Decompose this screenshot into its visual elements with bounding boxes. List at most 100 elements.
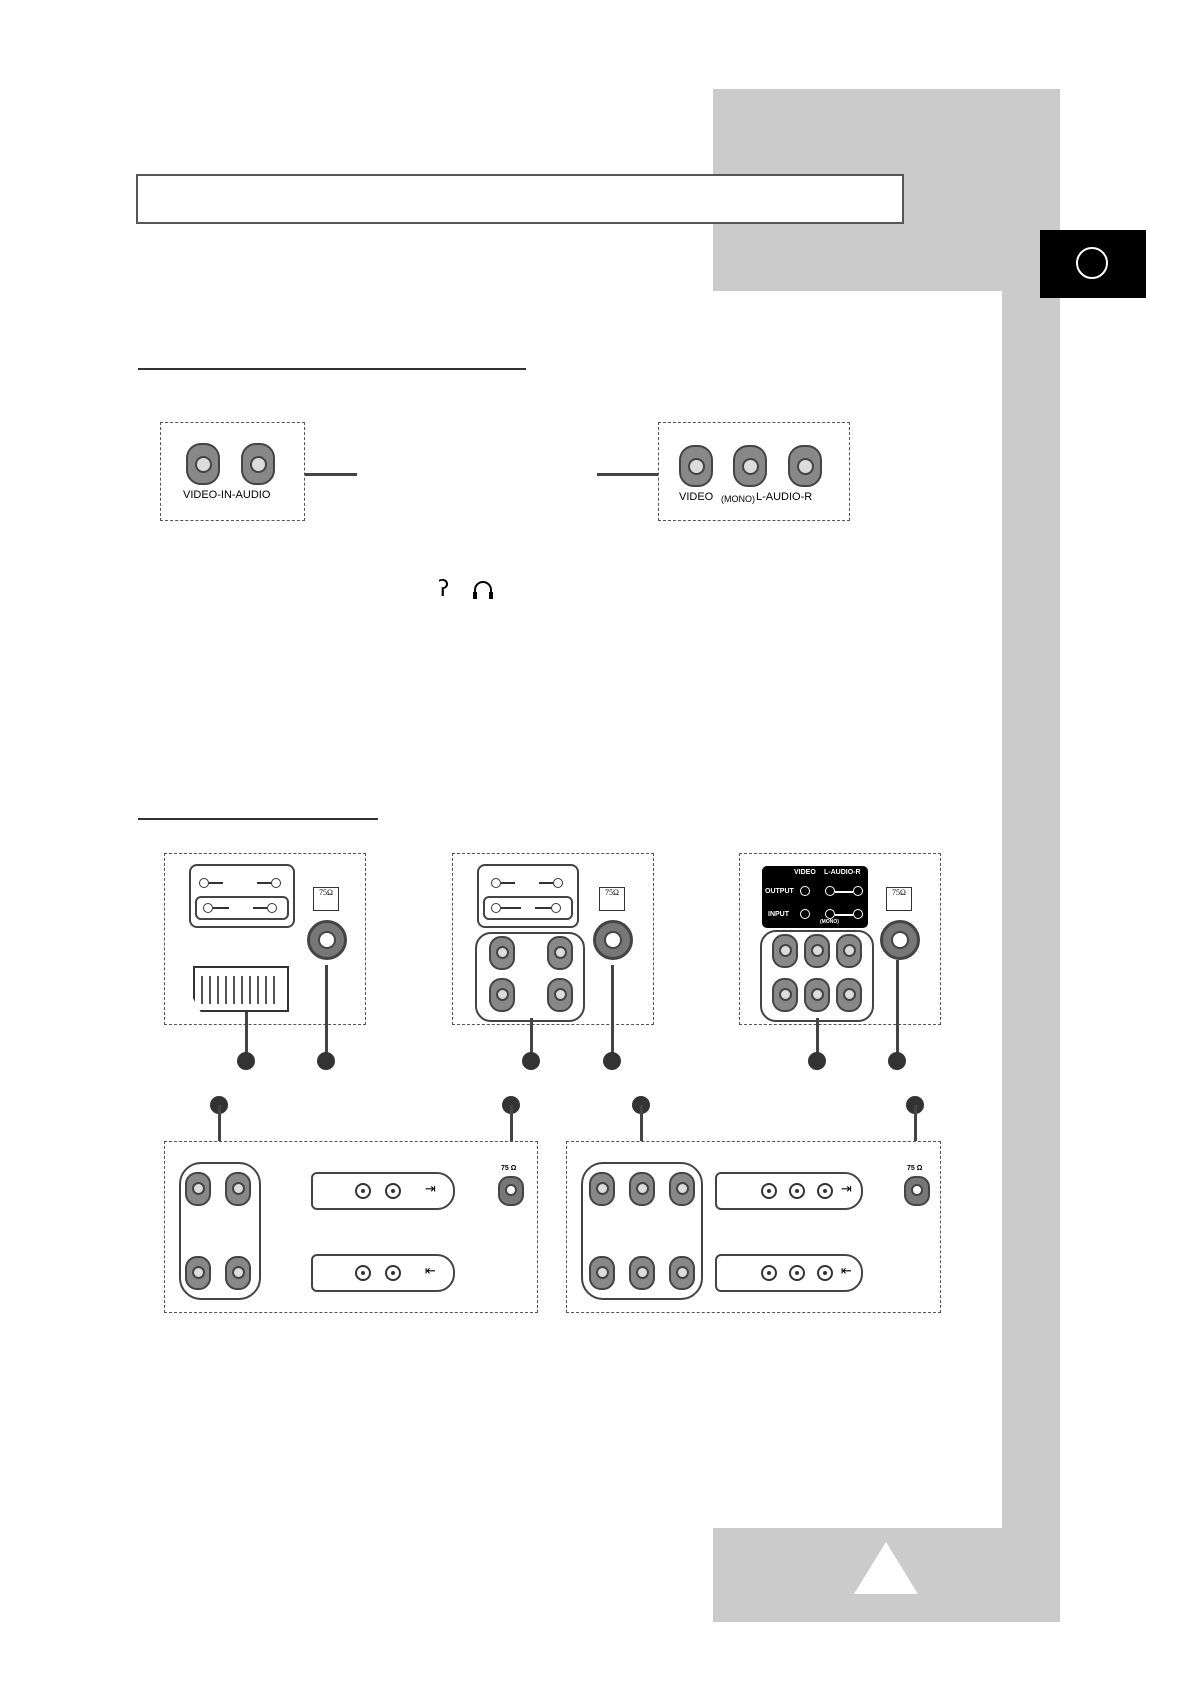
vcr1-coax-jack[interactable]: [498, 1176, 524, 1206]
vcr2-in-ring-2: [789, 1265, 805, 1281]
av-out-l: [825, 886, 835, 896]
rf2-dash-1: [501, 882, 515, 884]
coax-line-1: [325, 965, 328, 1056]
section-rule-1: [138, 368, 526, 370]
rf2-plug-1: [491, 878, 501, 888]
av-header-audio: L-AUDIO-R: [824, 869, 861, 876]
rf-plug-3: [203, 903, 213, 913]
rf2-plug-2: [553, 878, 563, 888]
device-panel-1: ⇥ ⇤ 75 Ω: [164, 1141, 538, 1313]
av-table: VIDEO L-AUDIO-R OUTPUT INPUT (MONO): [762, 866, 868, 928]
rear-panel-scart: 75Ω: [164, 853, 366, 1025]
antenna-coax-jack-3[interactable]: [880, 920, 920, 960]
vcr2-jack-1[interactable]: [589, 1172, 615, 1206]
vcr1-rca-line: [218, 1105, 221, 1163]
rf2-plug-4: [551, 903, 561, 913]
scart-connector[interactable]: [193, 966, 289, 1012]
output-arrow-icon-2: ⇥: [841, 1182, 852, 1197]
vcr1-in-box: ⇤: [311, 1254, 455, 1292]
vcr2-jack-5[interactable]: [629, 1256, 655, 1290]
front-right-connector-line: [597, 473, 658, 476]
connector-dot-3: [522, 1052, 540, 1070]
next-page-triangle-icon[interactable]: [854, 1542, 918, 1594]
vcr2-jack-2[interactable]: [629, 1172, 655, 1206]
rf2-dash-2: [539, 882, 553, 884]
section-rule-2: [138, 818, 378, 820]
vcr2-in-ring-3: [817, 1265, 833, 1281]
av-header-video: VIDEO: [794, 869, 816, 876]
scart-line: [245, 1012, 248, 1056]
rca3-jack-5[interactable]: [804, 978, 830, 1012]
rca2-jack-4[interactable]: [547, 978, 573, 1012]
vcr2-jack-4[interactable]: [589, 1256, 615, 1290]
vcr1-antenna-label: 75 Ω: [501, 1165, 517, 1172]
vcr1-jack-3[interactable]: [185, 1256, 211, 1290]
rca3-jack-6[interactable]: [836, 978, 862, 1012]
front-av-panel-left: VIDEO-IN-AUDIO: [160, 422, 305, 521]
rca3-jack-2[interactable]: [804, 934, 830, 968]
vcr2-jack-6[interactable]: [669, 1256, 695, 1290]
vcr2-out-ring-2: [789, 1183, 805, 1199]
rca2-jack-3[interactable]: [489, 978, 515, 1012]
antenna-coax-jack[interactable]: [307, 920, 347, 960]
page-title-box: [136, 174, 904, 224]
rca-line-3: [816, 1018, 819, 1056]
rf-dash-3: [213, 907, 229, 909]
sidebar-band: [1002, 89, 1060, 1622]
rca2-jack-2[interactable]: [547, 936, 573, 970]
vcr2-out-box: ⇥: [715, 1172, 863, 1210]
rca3-jack-3[interactable]: [836, 934, 862, 968]
av-in-r: [853, 909, 863, 919]
rf-box: [189, 864, 295, 928]
av-out-dash: [835, 891, 853, 893]
front-right-audio-label: L-AUDIO-R: [756, 491, 813, 503]
rear-panel-rca: 75Ω: [452, 853, 654, 1025]
audio-r-jack[interactable]: [788, 445, 822, 487]
rca2-jack-1[interactable]: [489, 936, 515, 970]
coax-line-3: [896, 960, 899, 1056]
front-av-panel-right: VIDEO (MONO) L-AUDIO-R: [658, 422, 850, 521]
audio-l-jack[interactable]: [733, 445, 767, 487]
rf-box-2: [477, 864, 579, 928]
vcr2-out-ring-1: [761, 1183, 777, 1199]
antenna-symbol: 75Ω: [313, 887, 339, 911]
tab-circle-icon: [1076, 247, 1108, 279]
vcr2-coax-jack[interactable]: [904, 1176, 930, 1206]
vcr1-jack-2[interactable]: [225, 1172, 251, 1206]
vcr1-jack-1[interactable]: [185, 1172, 211, 1206]
rca3-jack-1[interactable]: [772, 934, 798, 968]
vcr2-jack-3[interactable]: [669, 1172, 695, 1206]
front-right-video-label: VIDEO: [679, 491, 714, 503]
front-right-mono-label: (MONO): [721, 494, 755, 504]
vcr1-out-ring-2: [385, 1183, 401, 1199]
av-out-r: [853, 886, 863, 896]
vcr2-in-box: ⇤: [715, 1254, 863, 1292]
connector-dot-6: [888, 1052, 906, 1070]
scart-pins: [201, 976, 281, 1004]
av-row-input: INPUT: [768, 911, 789, 918]
audio-in-jack[interactable]: [241, 443, 275, 485]
connector-dot-4: [603, 1052, 621, 1070]
rf2-plug-3: [491, 903, 501, 913]
vcr1-jack-4[interactable]: [225, 1256, 251, 1290]
rf2-dash-3: [501, 907, 521, 909]
vcr1-in-ring-1: [355, 1265, 371, 1281]
video-in-jack[interactable]: [186, 443, 220, 485]
rf-plug-2: [271, 878, 281, 888]
rf-dash-4: [253, 907, 267, 909]
coax-line-2: [611, 965, 614, 1056]
connector-dot-5: [808, 1052, 826, 1070]
antenna-symbol-2: 75Ω: [599, 887, 625, 911]
vcr2-rca-group: [581, 1162, 703, 1300]
rf2-dash-4: [535, 907, 551, 909]
input-arrow-icon: ⇤: [425, 1264, 436, 1279]
vcr1-out-box: ⇥: [311, 1172, 455, 1210]
rf-plug-1: [199, 878, 209, 888]
connector-dot-2: [317, 1052, 335, 1070]
video-jack[interactable]: [679, 445, 713, 487]
rca3-jack-4[interactable]: [772, 978, 798, 1012]
av-row-output: OUTPUT: [765, 888, 794, 895]
antenna-coax-jack-2[interactable]: [593, 920, 633, 960]
vcr2-antenna-label: 75 Ω: [907, 1165, 923, 1172]
rf-dash-2: [257, 882, 271, 884]
